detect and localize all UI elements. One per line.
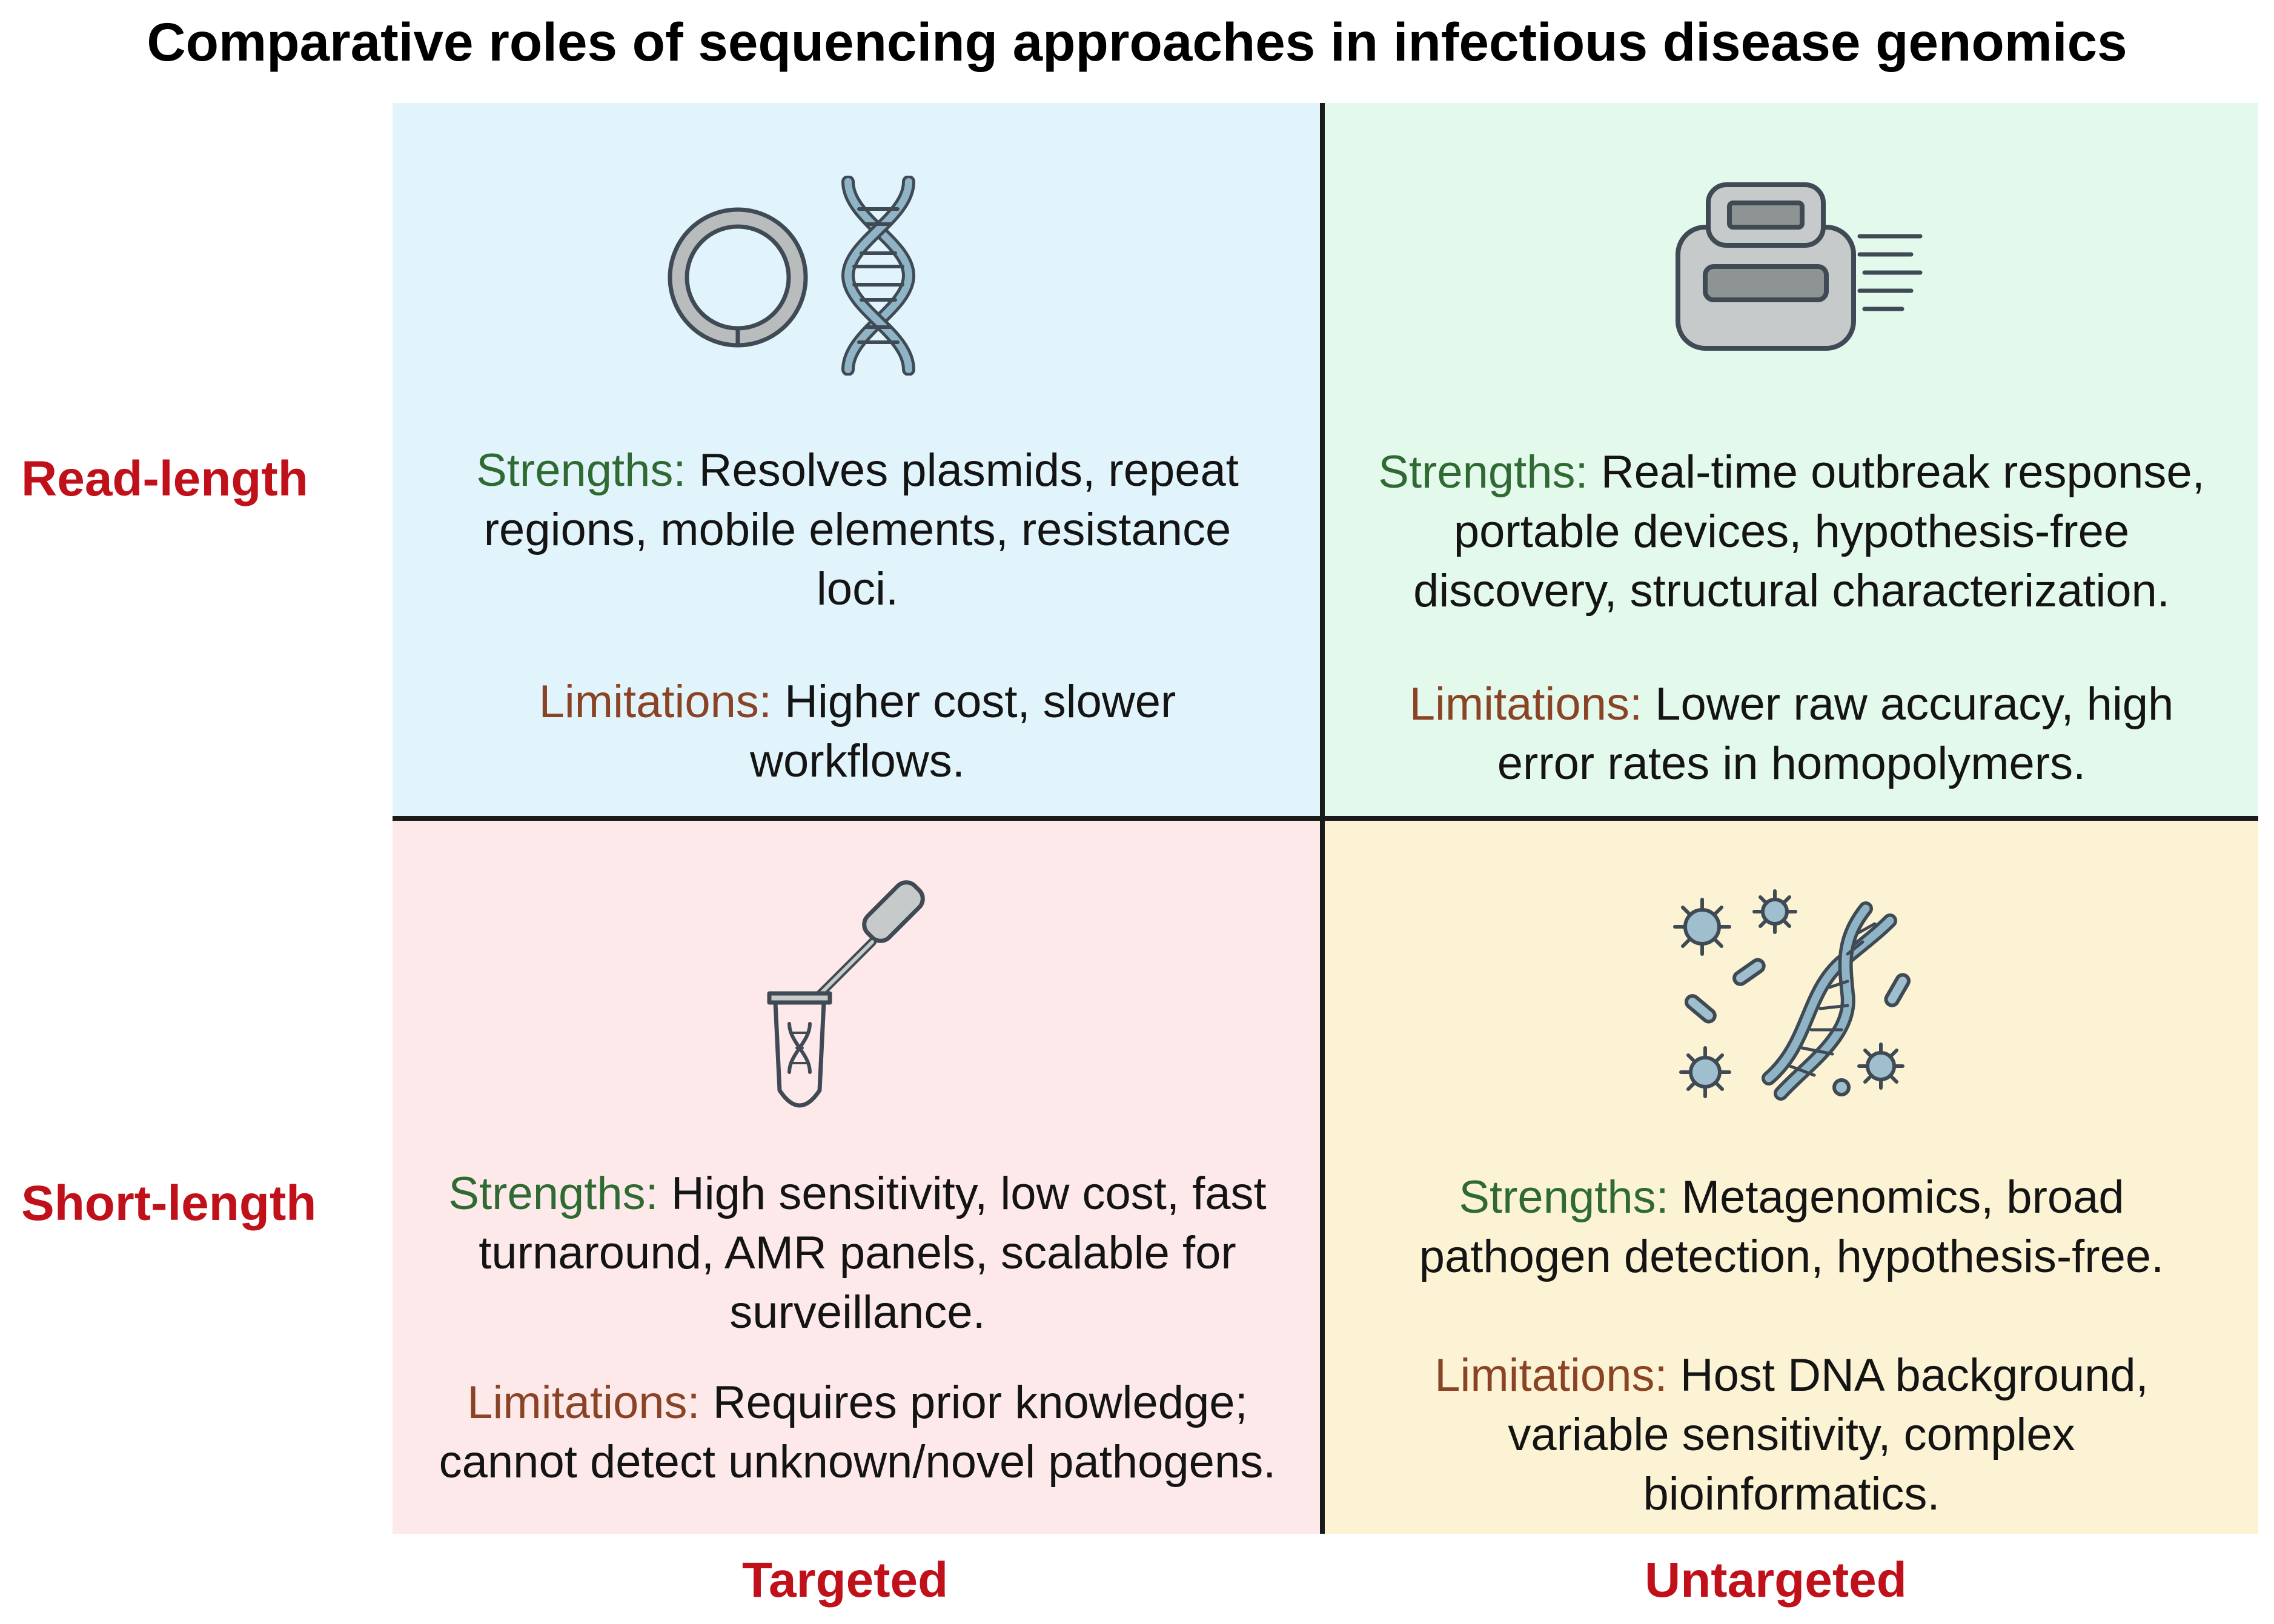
strengths-line-1: Resolves plasmids, repeat <box>686 445 1239 496</box>
row-label-short-length: Short-length <box>21 1176 317 1231</box>
limitations-line-2: error rates in homopolymers. <box>1497 738 2086 789</box>
limitations-line-3: bioinformatics. <box>1643 1468 1940 1520</box>
strengths-line-1: Real-time outbreak response, <box>1588 446 2205 498</box>
quadrant-untargeted-short-length <box>1322 819 2258 1534</box>
limitations-line-2: cannot detect unknown/novel pathogens. <box>439 1436 1276 1488</box>
strengths-label: Strengths: <box>476 445 686 496</box>
horizontal-divider <box>393 816 2258 821</box>
limitations-line-2: variable sensitivity, complex <box>1508 1409 2075 1460</box>
pipette-and-tube-icon <box>767 880 925 1108</box>
limitations-targeted-read-length: Limitations: Higher cost, slower workflo… <box>393 672 1322 791</box>
limitations-untargeted-short-length: Limitations: Host DNA background, variab… <box>1325 1346 2258 1524</box>
strengths-line-3: surveillance. <box>729 1287 986 1338</box>
plasmid-and-dna-helix-icon <box>668 176 916 376</box>
strengths-line-1: High sensitivity, low cost, fast <box>658 1168 1267 1219</box>
strengths-line-2: pathogen detection, hypothesis-free. <box>1419 1231 2164 1282</box>
strengths-line-2: turnaround, AMR panels, scalable for <box>479 1227 1236 1279</box>
strengths-label: Strengths: <box>1459 1172 1669 1223</box>
strengths-targeted-short-length: Strengths: High sensitivity, low cost, f… <box>393 1164 1322 1342</box>
strengths-untargeted-short-length: Strengths: Metagenomics, broad pathogen … <box>1325 1168 2258 1287</box>
limitations-label: Limitations: <box>539 676 772 727</box>
figure-title: Comparative roles of sequencing approach… <box>147 12 2127 72</box>
quadrant-targeted-read-length <box>393 103 1322 819</box>
limitations-line-1: Higher cost, slower <box>772 676 1176 727</box>
column-label-targeted: Targeted <box>742 1553 949 1608</box>
strengths-line-2: portable devices, hypothesis-free <box>1453 506 2130 557</box>
strengths-line-1: Metagenomics, broad <box>1668 1172 2124 1223</box>
strengths-line-3: discovery, structural characterization. <box>1413 565 2170 617</box>
limitations-label: Limitations: <box>1434 1350 1668 1401</box>
limitations-label: Limitations: <box>1409 678 1643 730</box>
strengths-line-3: loci. <box>816 563 899 615</box>
limitations-line-1: Lower raw accuracy, high <box>1642 678 2174 730</box>
limitations-label: Limitations: <box>467 1377 700 1428</box>
limitations-targeted-short-length: Limitations: Requires prior knowledge; c… <box>393 1373 1322 1492</box>
limitations-line-2: workflows. <box>750 735 965 787</box>
limitations-untargeted-read-length: Limitations: Lower raw accuracy, high er… <box>1325 675 2258 794</box>
strengths-line-2: regions, mobile elements, resistance <box>483 504 1231 555</box>
quadrant-targeted-short-length <box>393 819 1322 1534</box>
strengths-label: Strengths: <box>448 1168 658 1219</box>
row-label-read-length: Read-length <box>21 451 308 506</box>
limitations-line-1: Requires prior knowledge; <box>700 1377 1248 1428</box>
portable-sequencer-icon <box>1676 182 1923 351</box>
column-label-untargeted: Untargeted <box>1645 1553 1907 1608</box>
strengths-label: Strengths: <box>1378 446 1588 498</box>
strengths-targeted-read-length: Strengths: Resolves plasmids, repeat reg… <box>393 441 1322 619</box>
dna-with-pathogens-icon <box>1673 889 1911 1101</box>
limitations-line-1: Host DNA background, <box>1667 1350 2149 1401</box>
strengths-untargeted-read-length: Strengths: Real-time outbreak response, … <box>1325 443 2258 621</box>
